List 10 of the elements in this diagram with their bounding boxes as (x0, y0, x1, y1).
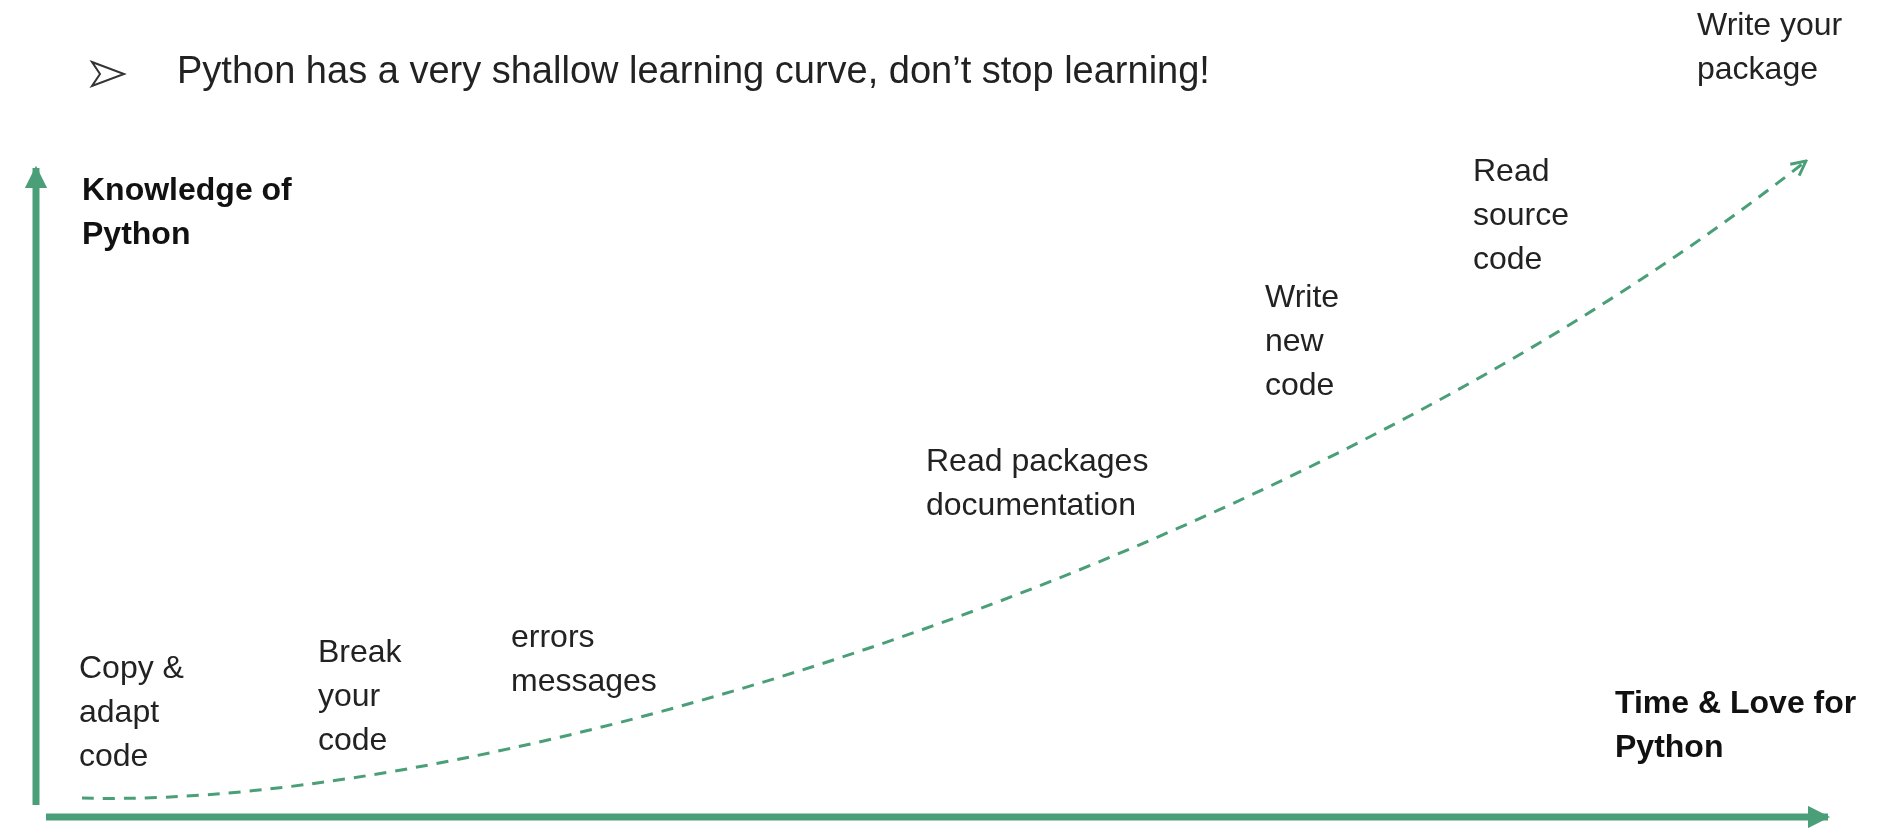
heading: Python has a very shallow learning curve, don’t stop learning! (177, 48, 1210, 92)
axis-label: Knowledge of Python (82, 170, 293, 253)
step-label: Write your package (1697, 5, 1844, 88)
step-label: Copy & adapt code (79, 648, 185, 775)
step-label: Read source code (1473, 151, 1571, 278)
step-label: Read packages documentation (926, 441, 1150, 524)
step-label: Break your code (318, 632, 403, 759)
step-label: errors messages (511, 617, 658, 700)
axis-label: Time & Love for Python (1615, 683, 1858, 766)
step-label: Write new code (1265, 277, 1341, 404)
